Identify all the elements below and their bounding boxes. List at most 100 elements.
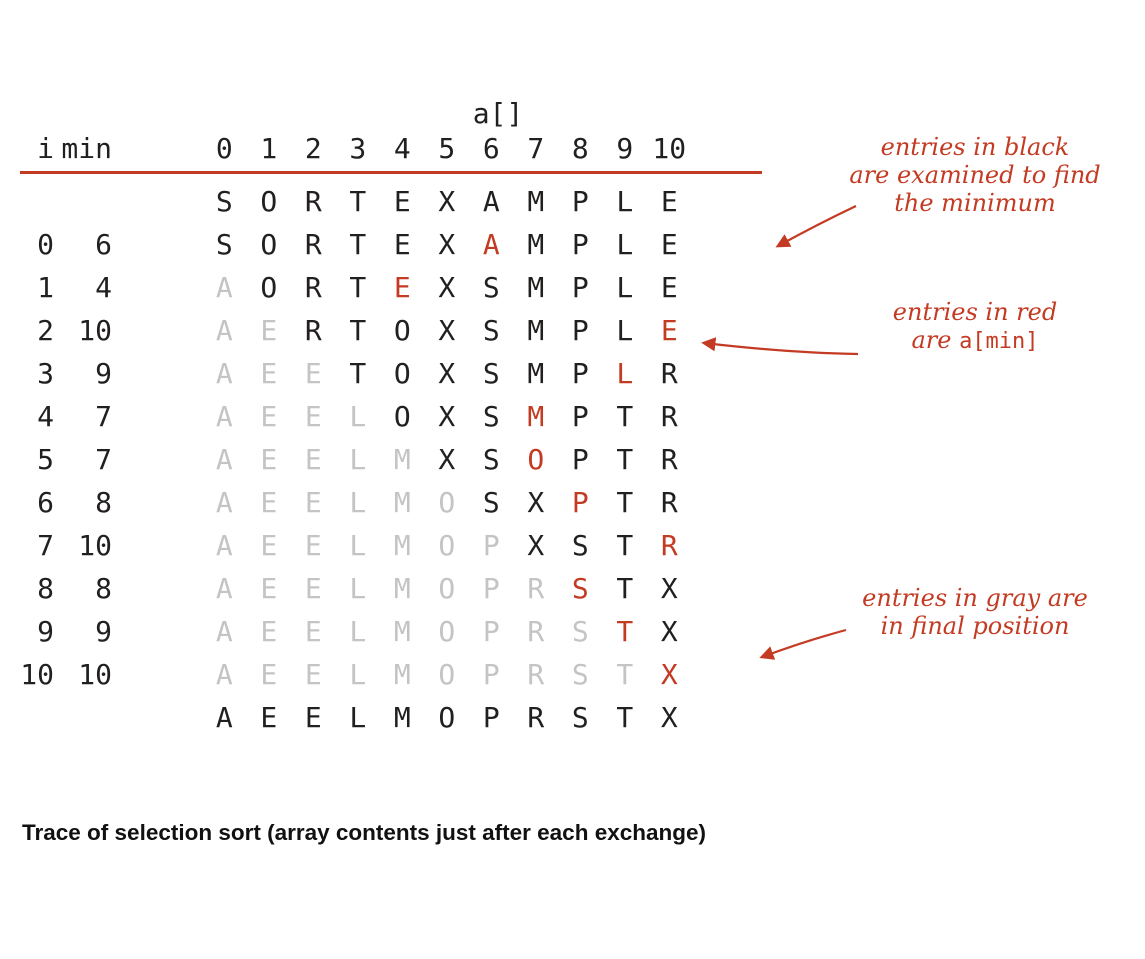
array-entry: A — [215, 701, 233, 734]
array-entry: L — [616, 357, 634, 390]
array-entry: O — [393, 357, 411, 390]
array-entry: E — [660, 314, 678, 347]
array-entry: T — [616, 701, 634, 734]
array-entry: E — [260, 615, 278, 648]
array-entry: E — [260, 357, 278, 390]
array-entry: A — [215, 314, 233, 347]
array-entry: S — [482, 443, 500, 476]
array-entry: S — [482, 271, 500, 304]
array-entry: T — [616, 400, 634, 433]
array-entry: X — [438, 185, 456, 218]
array-entry: O — [438, 658, 456, 691]
array-entry: P — [482, 701, 500, 734]
array-entry: E — [304, 443, 322, 476]
array-entry: O — [438, 486, 456, 519]
index-header-1: 1 — [260, 131, 278, 165]
array-entry: M — [393, 572, 411, 605]
array-entry: T — [616, 529, 634, 562]
code-a-min: a[min] — [959, 329, 1039, 354]
array-entry: X — [660, 615, 678, 648]
annotation-line: entries in black — [880, 133, 1070, 161]
array-entry: T — [349, 314, 367, 347]
array-entry: S — [571, 701, 589, 734]
figure-caption: Trace of selection sort (array contents … — [22, 820, 706, 845]
array-entry: O — [438, 572, 456, 605]
annotation-line: the minimum — [894, 189, 1056, 217]
index-header-2: 2 — [304, 131, 322, 165]
array-entry: T — [616, 443, 634, 476]
annotation-line: entries in red — [892, 298, 1058, 326]
array-entry: M — [393, 658, 411, 691]
index-header-0: 0 — [215, 131, 233, 165]
array-entry: P — [571, 400, 589, 433]
array-entry: E — [660, 271, 678, 304]
annotation-gray-entries: entries in gray are in final position — [815, 584, 1135, 640]
index-header-10: 10 — [652, 131, 687, 165]
array-entry: L — [616, 228, 634, 261]
index-header-8: 8 — [571, 131, 589, 165]
array-entry: L — [349, 486, 367, 519]
array-entry: S — [571, 615, 589, 648]
array-entry: E — [260, 314, 278, 347]
index-header-4: 4 — [393, 131, 411, 165]
array-entry: R — [304, 314, 322, 347]
array-entry: T — [349, 357, 367, 390]
array-entry: S — [482, 400, 500, 433]
array-entry: X — [660, 572, 678, 605]
arrow-to-red-entry — [701, 337, 859, 356]
index-header-7: 7 — [527, 131, 545, 165]
array-entry: O — [393, 400, 411, 433]
array-entry: O — [438, 615, 456, 648]
array-entry: O — [438, 701, 456, 734]
array-entry: M — [527, 271, 545, 304]
array-entry: P — [482, 615, 500, 648]
min-value: 10 — [78, 658, 112, 691]
array-entry: R — [304, 271, 322, 304]
index-header-9: 9 — [616, 131, 634, 165]
array-entry: M — [527, 357, 545, 390]
array-entry: E — [393, 228, 411, 261]
array-entry: M — [393, 486, 411, 519]
array-entry: E — [260, 529, 278, 562]
array-entry: T — [616, 658, 634, 691]
min-value: 10 — [78, 529, 112, 562]
array-entry: M — [393, 701, 411, 734]
array-entry: M — [527, 228, 545, 261]
array-entry: M — [393, 443, 411, 476]
array-entry: L — [616, 314, 634, 347]
array-entry: X — [438, 400, 456, 433]
array-entry: P — [482, 658, 500, 691]
array-entry: T — [616, 486, 634, 519]
array-entry: M — [527, 314, 545, 347]
array-entry: O — [260, 185, 278, 218]
array-entry: X — [438, 271, 456, 304]
array-entry: E — [393, 185, 411, 218]
array-entry: A — [215, 400, 233, 433]
array-entry: S — [571, 529, 589, 562]
array-entry: E — [260, 701, 278, 734]
array-entry: X — [660, 701, 678, 734]
array-entry: O — [260, 271, 278, 304]
array-entry: R — [660, 400, 678, 433]
annotation-black-entries: entries in black are examined to find th… — [800, 133, 1145, 217]
i-value: 2 — [37, 314, 54, 347]
array-entry: A — [215, 658, 233, 691]
annotation-text: are — [911, 326, 960, 354]
array-entry: E — [304, 486, 322, 519]
array-entry: A — [215, 615, 233, 648]
